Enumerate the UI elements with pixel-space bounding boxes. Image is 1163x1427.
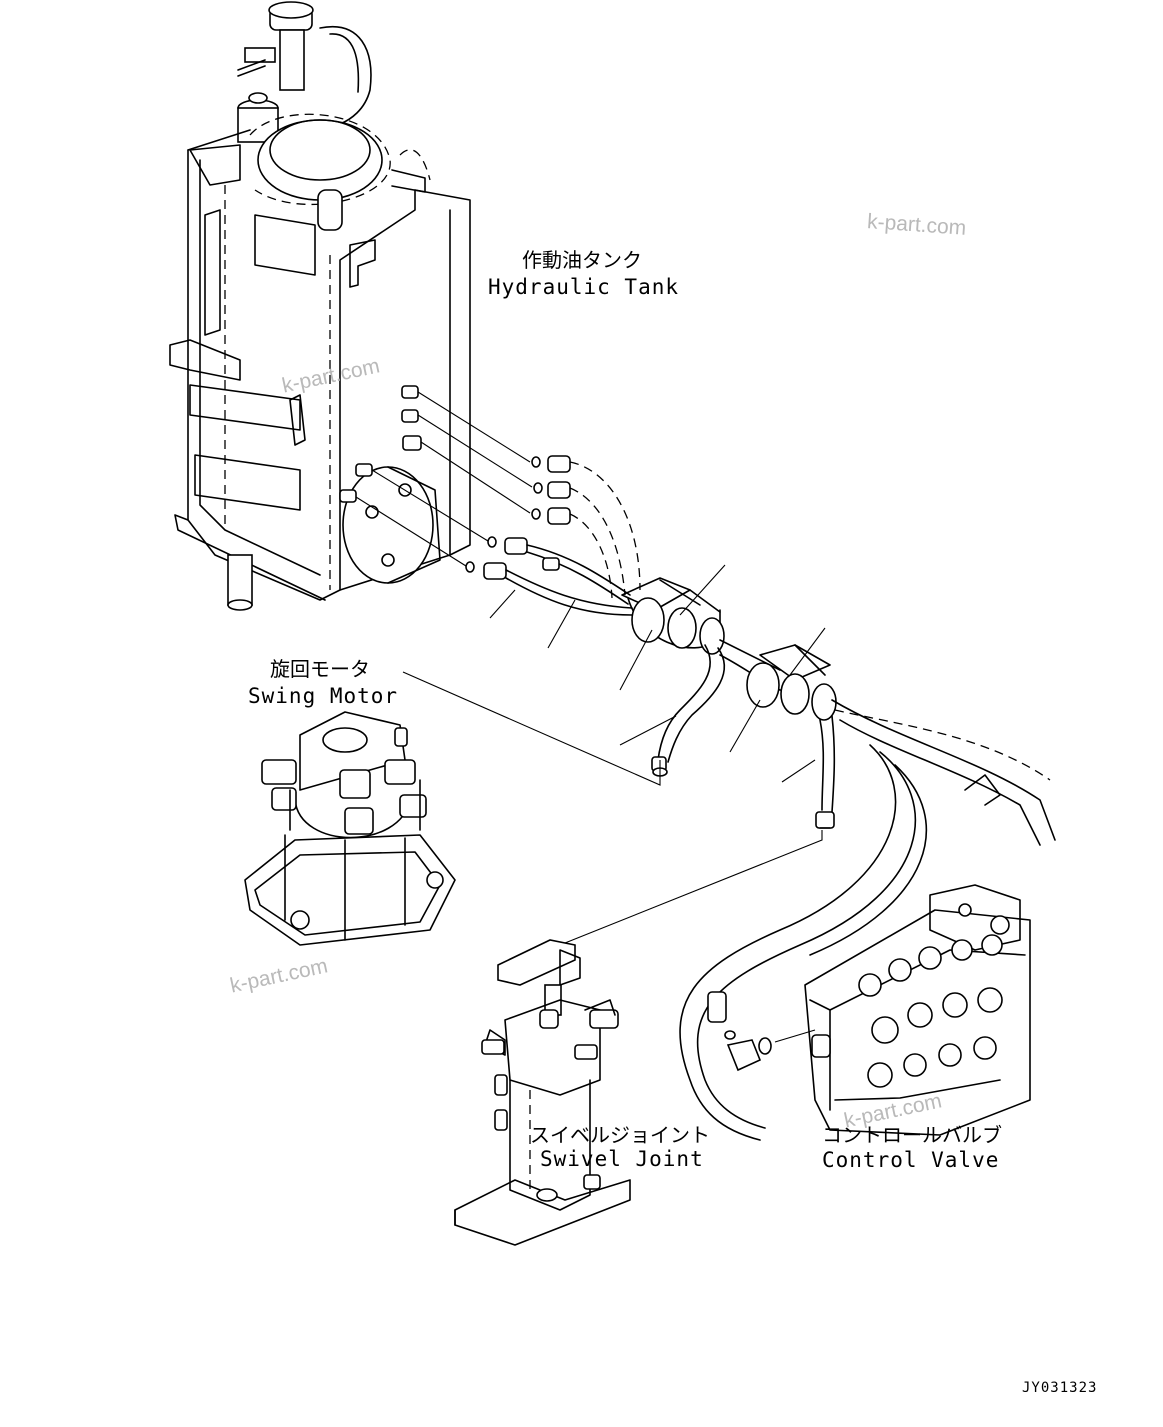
part-leader-lines xyxy=(489,564,826,783)
swivel-joint-drawing xyxy=(454,830,823,1246)
swivel-joint-label-en: Swivel Joint xyxy=(540,1147,704,1171)
swing-motor-drawing xyxy=(244,671,661,946)
hydraulic-tank-drawing xyxy=(169,1,471,611)
hose-bundle-drawing xyxy=(355,391,1056,1141)
drawing-code: JY031323 xyxy=(1022,1380,1098,1396)
control-valve-label-en: Control Valve xyxy=(822,1148,1000,1172)
hydraulic-tank-label-jp: 作動油タンク xyxy=(522,248,642,272)
control-valve-drawing xyxy=(804,884,1031,1136)
swing-motor-label-en: Swing Motor xyxy=(248,684,399,708)
hydraulic-tank-label-en: Hydraulic Tank xyxy=(488,275,680,299)
swivel-joint-label-jp: スイベルジョイント xyxy=(530,1123,710,1147)
control-valve-label-jp: コントロールバルブ xyxy=(822,1123,1002,1147)
swing-motor-label-jp: 旋回モータ xyxy=(270,657,370,681)
